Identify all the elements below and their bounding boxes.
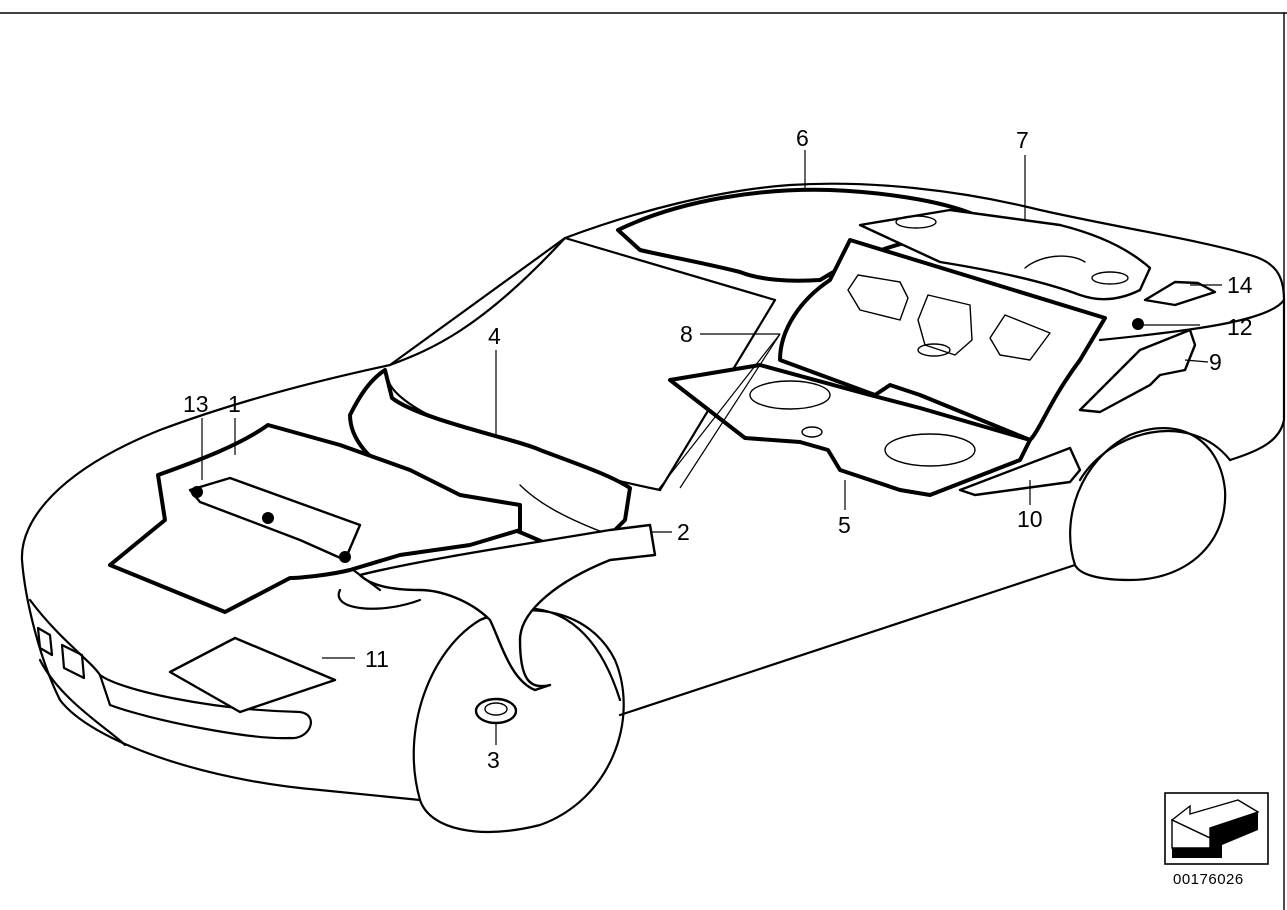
bulkhead-opening-2: [917, 294, 973, 356]
arrow-back-icon[interactable]: [1164, 792, 1269, 865]
callout-9: 9: [1209, 349, 1222, 375]
callout-10: 10: [1017, 506, 1043, 532]
reference-number: 00176026: [1173, 871, 1244, 888]
callout-11: 11: [365, 646, 389, 672]
part-3-grommet: [474, 697, 518, 725]
clip-1: [191, 486, 203, 498]
part-7-rear-shelf: [858, 208, 1152, 301]
callout-5: 5: [838, 512, 851, 538]
callout-14: 14: [1227, 272, 1253, 298]
part-14-pad: [1143, 280, 1217, 307]
callout-6: 6: [796, 125, 809, 151]
callout-8: 8: [680, 321, 693, 347]
callout-3: 3: [487, 747, 500, 773]
leader-lines: [201, 150, 1222, 745]
callout-1: 1: [228, 391, 241, 417]
bulkhead-opening-1: [847, 274, 909, 321]
rear-wheel: [1069, 426, 1232, 582]
shelf-contour: [1024, 255, 1086, 269]
shelf-hole-1: [895, 215, 937, 229]
clip-3: [339, 551, 351, 563]
shelf-hole-2: [1091, 271, 1129, 285]
floor-well-left: [749, 380, 831, 410]
floor-plug: [801, 426, 823, 438]
callout-12: 12: [1227, 314, 1253, 340]
part-5-rear-floor: [668, 363, 1032, 497]
part-2-wheel-arch: [358, 523, 657, 692]
callout-2: 2: [677, 519, 690, 545]
bulkhead-hole: [917, 343, 951, 357]
clip-2: [262, 512, 274, 524]
callout-7: 7: [1016, 127, 1029, 153]
part-12-clip: [1132, 318, 1144, 330]
callout-4: 4: [488, 323, 501, 349]
bulkhead-opening-3: [989, 314, 1051, 361]
floor-well-right: [884, 433, 976, 467]
callout-13: 13: [183, 391, 209, 417]
part-11-pad: [168, 636, 337, 714]
firewall-detail-2: [519, 484, 611, 536]
part-8-rear-bulkhead: [778, 238, 1107, 442]
part-10-sill-strip: [958, 446, 1082, 497]
callouts: 6 7 8 4 14 12 9 13 1 2 5 10 11 3: [183, 125, 1253, 773]
part-9-trunk-trim: [1078, 328, 1197, 414]
